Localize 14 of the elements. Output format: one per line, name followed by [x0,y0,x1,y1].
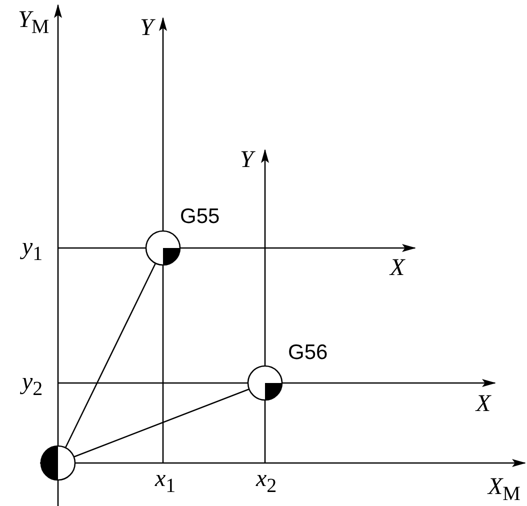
connecting-line [64,262,156,448]
axis-label: Y$_{M}$ [18,8,50,39]
axis-label: X [390,256,405,280]
connecting-line [74,388,250,458]
coordinate-label: x$_{2}$ [256,467,277,498]
axis-label: Y [140,16,154,40]
offset-code-label: G56 [288,342,328,364]
axis-label: X [476,392,491,416]
offset-code-label: G55 [180,206,220,228]
axis-label: X$_{M}$ [488,475,520,506]
coordinate-label: x$_{1}$ [155,467,176,498]
coordinate-label: y$_{2}$ [22,370,43,401]
coordinate-label: y$_{1}$ [22,235,43,266]
axis-label: Y [240,148,254,172]
